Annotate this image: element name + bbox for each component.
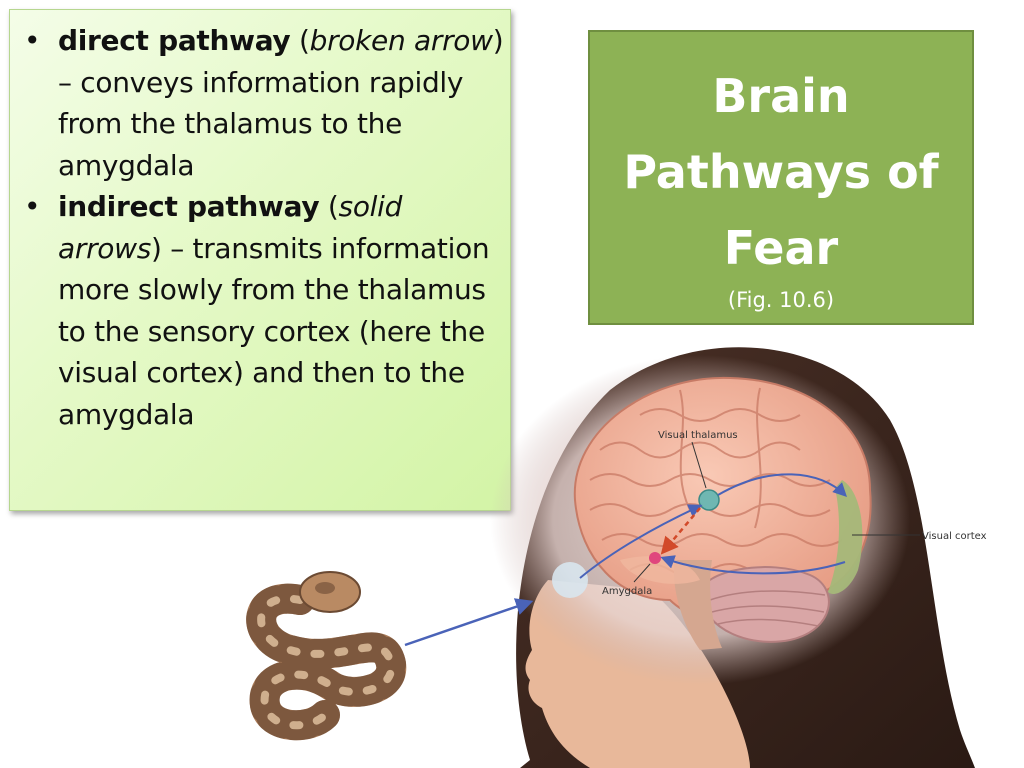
- bullet-note: solid arrows: [58, 190, 403, 265]
- bullet-dot-icon: •: [24, 190, 41, 223]
- bullet-indirect-pathway: •indirect pathway (solid arrows) – trans…: [20, 186, 506, 435]
- slide-title: Brain Pathways of Fear: [623, 69, 939, 275]
- stimulus-arrow: [404, 598, 534, 647]
- amygdala-node: [649, 552, 661, 564]
- label-visual-cortex: Visual cortex: [922, 531, 987, 542]
- bullet-note: broken arrow: [309, 24, 493, 57]
- bullet-term: indirect pathway: [58, 190, 320, 223]
- eye-glow: [552, 562, 588, 598]
- label-line-amygdala: [633, 563, 651, 583]
- bullet-description: ) – conveys information rapidly from the…: [58, 24, 504, 182]
- bullet-text-box: •direct pathway (broken arrow) – conveys…: [9, 9, 511, 511]
- brain-fear-illustration: Visual thalamus Visual cortex Amygdala: [246, 347, 987, 768]
- snake: [246, 571, 407, 741]
- label-amygdala: Amygdala: [602, 586, 652, 597]
- label-visual-thalamus: Visual thalamus: [658, 430, 738, 441]
- bullet-description: ) – transmits information more slowly fr…: [58, 231, 490, 431]
- indirect-arrow-cortex-to-amygdala: [660, 555, 846, 575]
- bullet-term: direct pathway: [58, 24, 291, 57]
- indirect-arrow-thalamus-to-cortex: [717, 473, 847, 497]
- brain: [573, 376, 872, 650]
- figure-reference: (Fig. 10.6): [727, 288, 835, 312]
- visual-thalamus-node: [698, 489, 720, 511]
- bullet-dot-icon: •: [24, 24, 41, 57]
- bullet-direct-pathway: •direct pathway (broken arrow) – conveys…: [20, 20, 506, 186]
- label-line-visual-thalamus: [691, 441, 707, 489]
- indirect-arrow-eye-to-thalamus: [579, 504, 703, 579]
- direct-arrow-thalamus-to-amygdala: [660, 507, 701, 555]
- title-box: Brain Pathways of Fear (Fig. 10.6): [588, 30, 974, 325]
